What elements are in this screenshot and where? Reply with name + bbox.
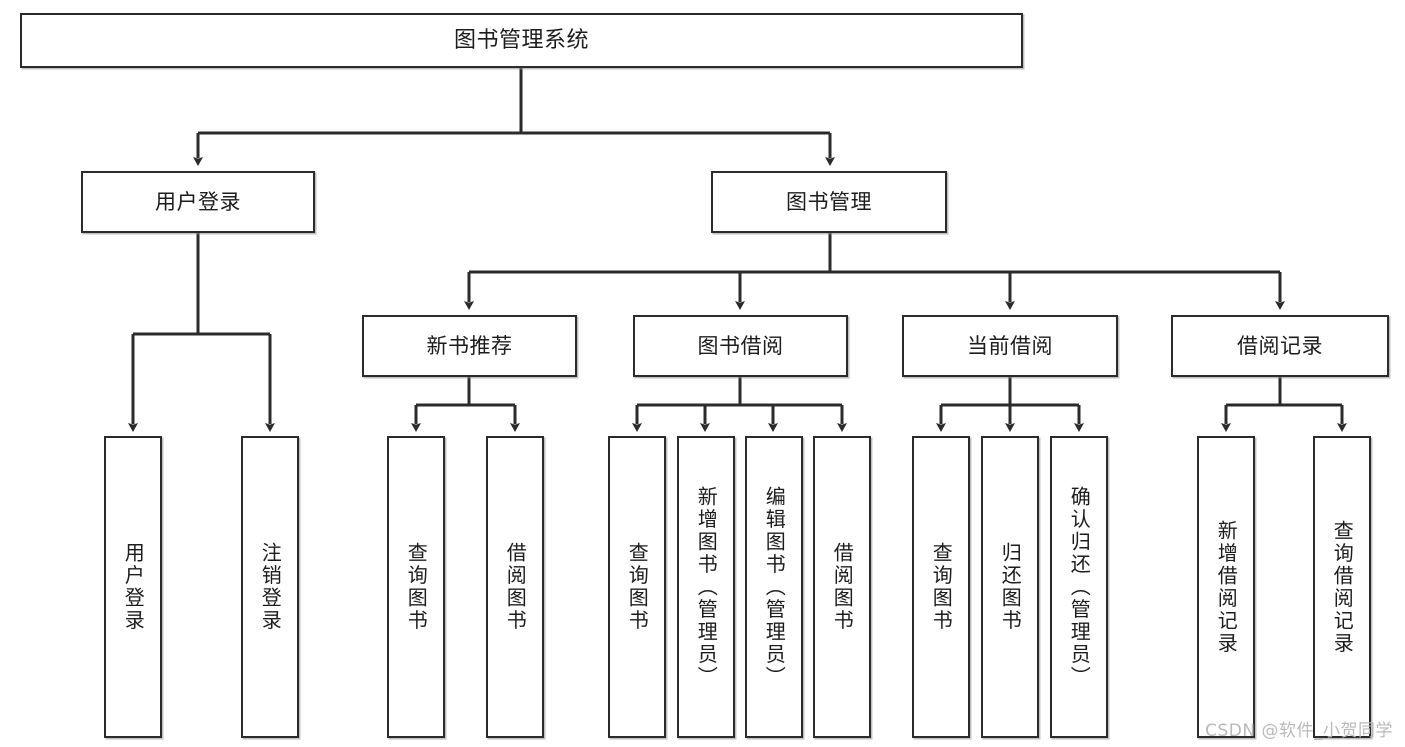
leaf-edit-book-admin[interactable]: 编辑图书（管理员） [745,436,803,738]
node-book-management[interactable]: 图书管理 [711,171,947,233]
node-label: 查询借阅记录 [1330,519,1355,655]
node-new-book-recommendation[interactable]: 新书推荐 [362,315,577,377]
leaf-query-book-current[interactable]: 查询图书 [912,436,970,738]
node-label: 图书管理系统 [453,27,589,53]
node-label: 用户登录 [121,542,146,632]
node-label: 当前借阅 [967,333,1053,358]
node-label: 借阅记录 [1237,333,1323,358]
node-label: 图书管理 [786,189,872,214]
leaf-logout[interactable]: 注销登录 [241,436,299,738]
node-label: 查询图书 [929,542,954,632]
node-label: 注销登录 [258,542,283,632]
node-label: 确认归还（管理员） [1067,485,1092,689]
leaf-return-book[interactable]: 归还图书 [981,436,1039,738]
node-label: 查询图书 [404,542,429,632]
node-user-login[interactable]: 用户登录 [81,171,315,233]
leaf-user-login[interactable]: 用户登录 [104,436,162,738]
leaf-borrow-book-new[interactable]: 借阅图书 [486,436,544,738]
leaf-query-borrow-record[interactable]: 查询借阅记录 [1313,436,1371,738]
node-book-borrow[interactable]: 图书借阅 [633,315,848,377]
csdn-watermark: CSDN @软件_小贺同学 [1205,721,1393,741]
leaf-query-book-new[interactable]: 查询图书 [387,436,445,738]
node-label: 借阅图书 [503,542,528,632]
node-borrow-record[interactable]: 借阅记录 [1171,315,1389,377]
node-label: 图书借阅 [697,333,784,358]
leaf-add-borrow-record[interactable]: 新增借阅记录 [1197,436,1255,738]
node-label: 归还图书 [998,542,1023,632]
leaf-add-book-admin[interactable]: 新增图书（管理员） [677,436,735,738]
node-label: 借阅图书 [830,542,855,632]
node-label: 新增图书（管理员） [694,485,719,689]
node-label: 查询图书 [625,542,650,632]
node-root-book-management-system[interactable]: 图书管理系统 [20,13,1023,68]
node-label: 新书推荐 [426,333,513,358]
leaf-borrow-book[interactable]: 借阅图书 [813,436,871,738]
node-label: 用户登录 [155,189,241,214]
node-current-borrow[interactable]: 当前借阅 [902,315,1118,377]
node-label: 编辑图书（管理员） [762,485,787,689]
leaf-confirm-return-admin[interactable]: 确认归还（管理员） [1050,436,1108,738]
leaf-query-book-borrow[interactable]: 查询图书 [608,436,666,738]
node-label: 新增借阅记录 [1214,519,1239,655]
